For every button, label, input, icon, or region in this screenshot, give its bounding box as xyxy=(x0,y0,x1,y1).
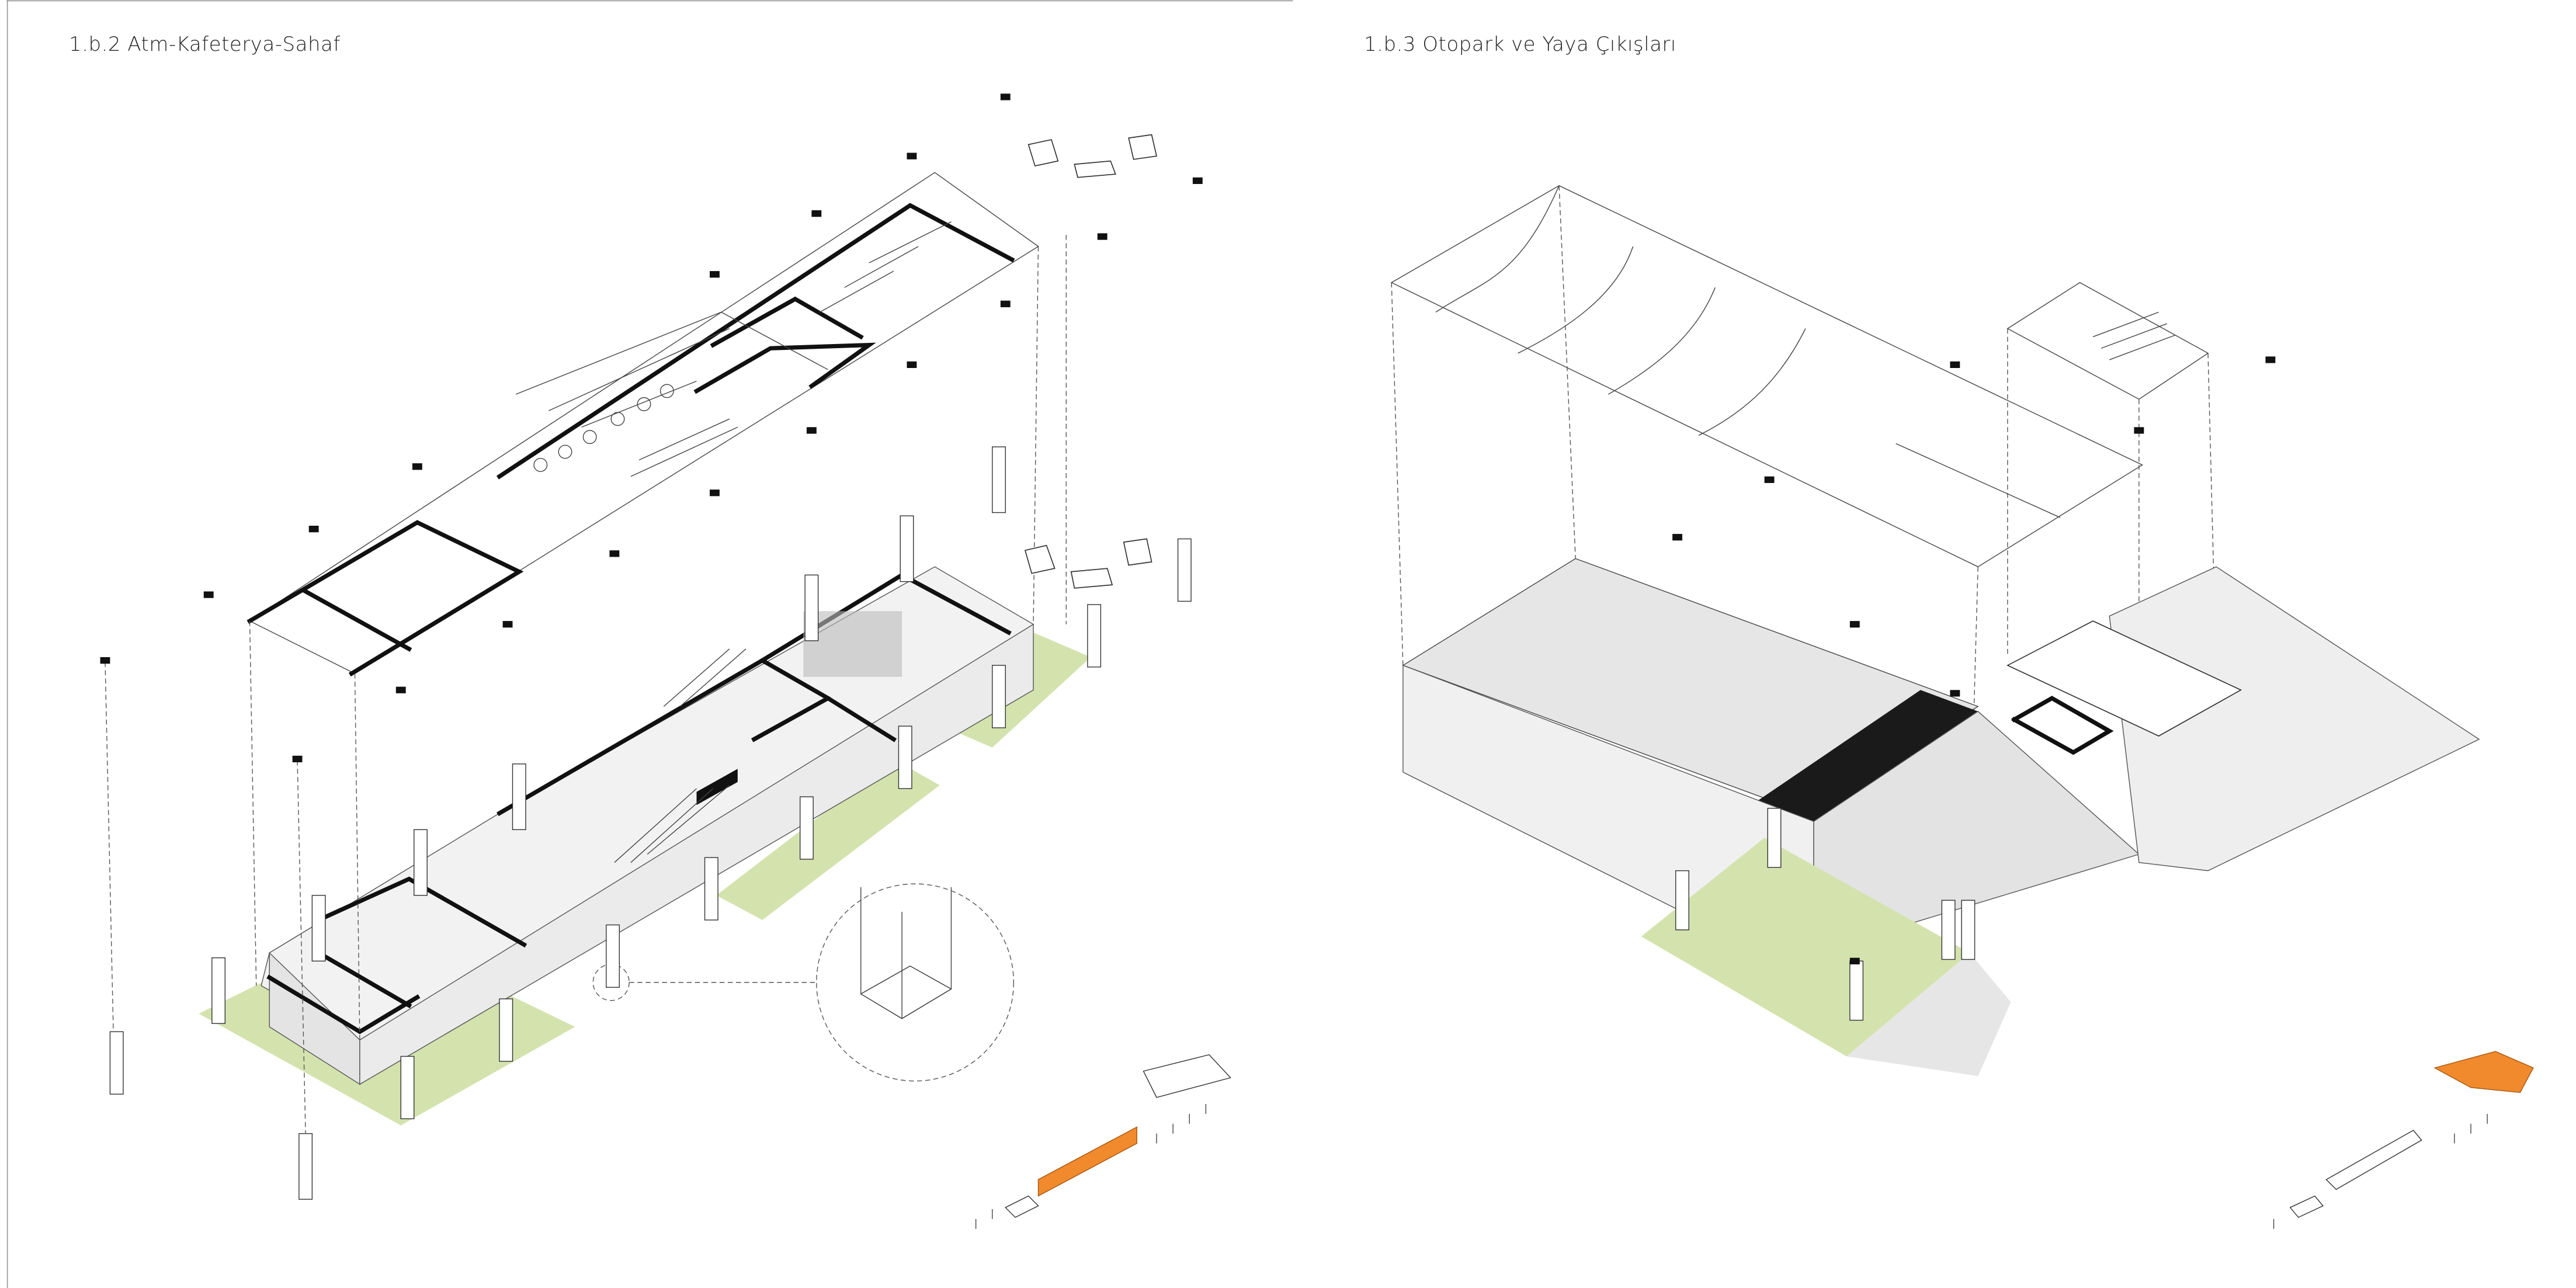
column-markers xyxy=(100,93,1203,762)
key-plan-left xyxy=(975,1054,1231,1229)
right-diagram-parking-pedestrian-exits xyxy=(1390,185,2534,1229)
projection-lines xyxy=(105,235,1067,1134)
structural-columns xyxy=(109,446,1192,1200)
roof-surface xyxy=(1390,185,2143,568)
key-plan-right xyxy=(2273,1051,2534,1229)
left-panel-title: 1.b.2 Atm-Kafeterya-Sahaf xyxy=(69,33,341,56)
right-panel-title: 1.b.3 Otopark ve Yaya Çıkışları xyxy=(1364,33,1676,56)
left-diagram-atm-cafe-bookshop xyxy=(100,93,1231,1229)
green-ground-patch xyxy=(1641,838,1970,1057)
black-band xyxy=(1756,690,1978,822)
column-detail-callout xyxy=(592,883,1015,1082)
furniture-blocks xyxy=(1024,134,1158,589)
column-markers-right xyxy=(1672,356,2276,964)
upper-stair-plan xyxy=(2006,282,2209,400)
stair-core xyxy=(2006,620,2242,737)
